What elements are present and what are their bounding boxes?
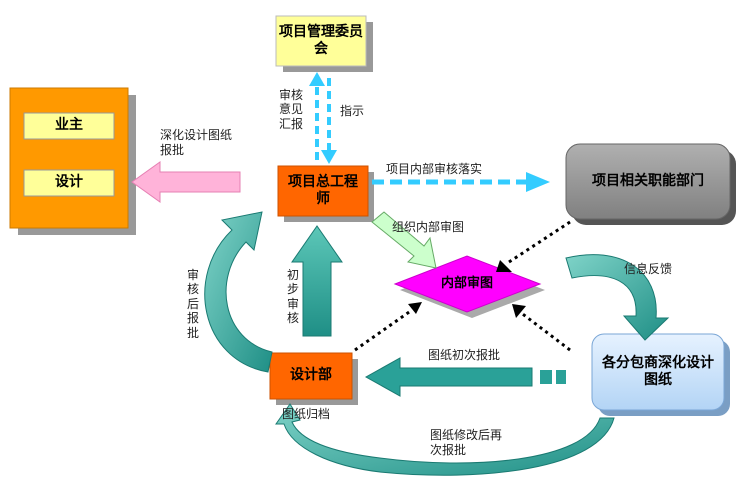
sub-to-review-head (512, 304, 526, 318)
sub-to-review-dots (519, 310, 571, 352)
committee-label: 项目管理委员会 (279, 23, 363, 58)
committee-box (275, 15, 367, 67)
subcontractors-box (591, 333, 725, 411)
review-submit-curve-arrow (204, 211, 273, 373)
preliminary-review-arrow (291, 225, 343, 337)
preliminary-review-label: 初步审核 (286, 268, 299, 326)
feedback-label: 信息反馈 (624, 262, 673, 276)
design-label: 设计 (55, 174, 83, 191)
owner-label: 业主 (55, 117, 83, 134)
chief-engineer-label: 项目总工程师 (288, 173, 358, 208)
organize-review-arrow (371, 211, 437, 269)
design-box (23, 169, 115, 197)
dept-to-review-head (408, 302, 422, 314)
first-submit-arrow (364, 357, 533, 397)
revise-resubmit-label: 图纸修改后再次报批 (430, 428, 503, 457)
related-to-review-dots (505, 220, 571, 266)
dept-to-review-dots (354, 308, 413, 352)
implement-arrow-head (526, 172, 550, 192)
report-arrow-head (309, 72, 325, 86)
owner-panel (9, 87, 129, 229)
design-dept-label: 设计部 (290, 367, 332, 384)
instruct-label: 指示 (340, 104, 365, 118)
owner-box (23, 112, 115, 140)
instruct-arrow-head (321, 150, 337, 164)
archive-label: 图纸归档 (282, 407, 331, 421)
related-depts-box (565, 143, 731, 220)
internal-implement-label: 项目内部审核落实 (386, 162, 483, 176)
internal-review-diamond (393, 255, 542, 313)
resubmit-curve-arrow (275, 403, 615, 476)
first-submit-label: 图纸初次报批 (428, 348, 501, 362)
internal-review-label: 内部审图 (440, 275, 493, 291)
deepen-submit-label: 深化设计图纸报批 (160, 128, 233, 157)
feedback-curve-arrow (565, 254, 670, 341)
first-submit-dash-1 (556, 370, 566, 384)
review-then-submit-label: 审核后报批 (186, 268, 199, 340)
review-report-label: 审核意见汇报 (278, 88, 303, 131)
related-to-review-head (496, 260, 512, 272)
related-depts-label: 项目相关职能部门 (592, 172, 704, 189)
organize-review-label: 组织内部审图 (392, 220, 465, 234)
chief-engineer-box (277, 165, 369, 217)
design-dept-box (269, 352, 353, 400)
submit-to-owner-arrow (131, 161, 241, 203)
subcontractors-label: 各分包商深化设计图纸 (602, 354, 714, 389)
first-submit-dash-2 (540, 370, 552, 384)
